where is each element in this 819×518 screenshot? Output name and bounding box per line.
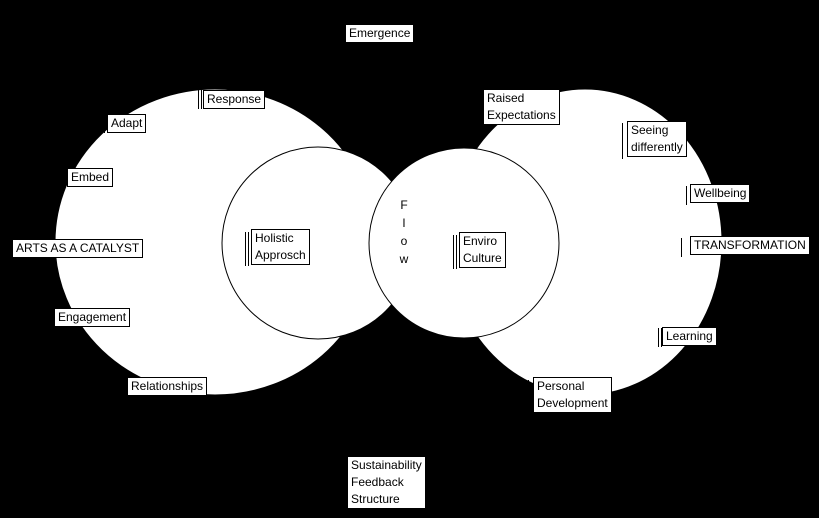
engagement-label: Engagement: [54, 308, 131, 327]
flow-vertical-text: F l o w: [399, 198, 409, 266]
personal-development-label: Personal Development: [533, 377, 612, 413]
emergence-label: Emergence: [345, 24, 415, 43]
raised-expectations-label: Raised Expectations: [483, 89, 560, 125]
transformation-label: TRANSFORMATION: [690, 236, 810, 255]
enviro-marker: [453, 235, 457, 269]
holistic-approach-label: Holistic Approsch: [251, 229, 310, 265]
transformation-marker: [681, 238, 682, 257]
arts-as-a-catalyst-label: ARTS AS A CATALYST: [12, 239, 144, 258]
learning-marker: [658, 328, 662, 347]
response-label: Response: [203, 90, 266, 109]
relationships-label: Relationships: [127, 377, 208, 396]
adapt-marker: [104, 114, 105, 133]
wellbeing-label: Wellbeing: [690, 184, 751, 203]
enviro-culture-label: Enviro Culture: [459, 232, 506, 268]
personal-development-marker: [528, 380, 529, 390]
adapt-label: Adapt: [107, 114, 147, 133]
learning-label: Learning: [662, 327, 717, 346]
seeing-differently-label: Seeing differently: [627, 121, 687, 157]
wellbeing-marker: [686, 186, 687, 205]
response-marker: [198, 90, 202, 109]
seeing-marker: [622, 123, 623, 159]
sustainability-feedback-structure-label: Sustainability Feedback Structure: [347, 456, 426, 509]
embed-label: Embed: [67, 168, 114, 187]
holistic-marker: [245, 232, 249, 266]
